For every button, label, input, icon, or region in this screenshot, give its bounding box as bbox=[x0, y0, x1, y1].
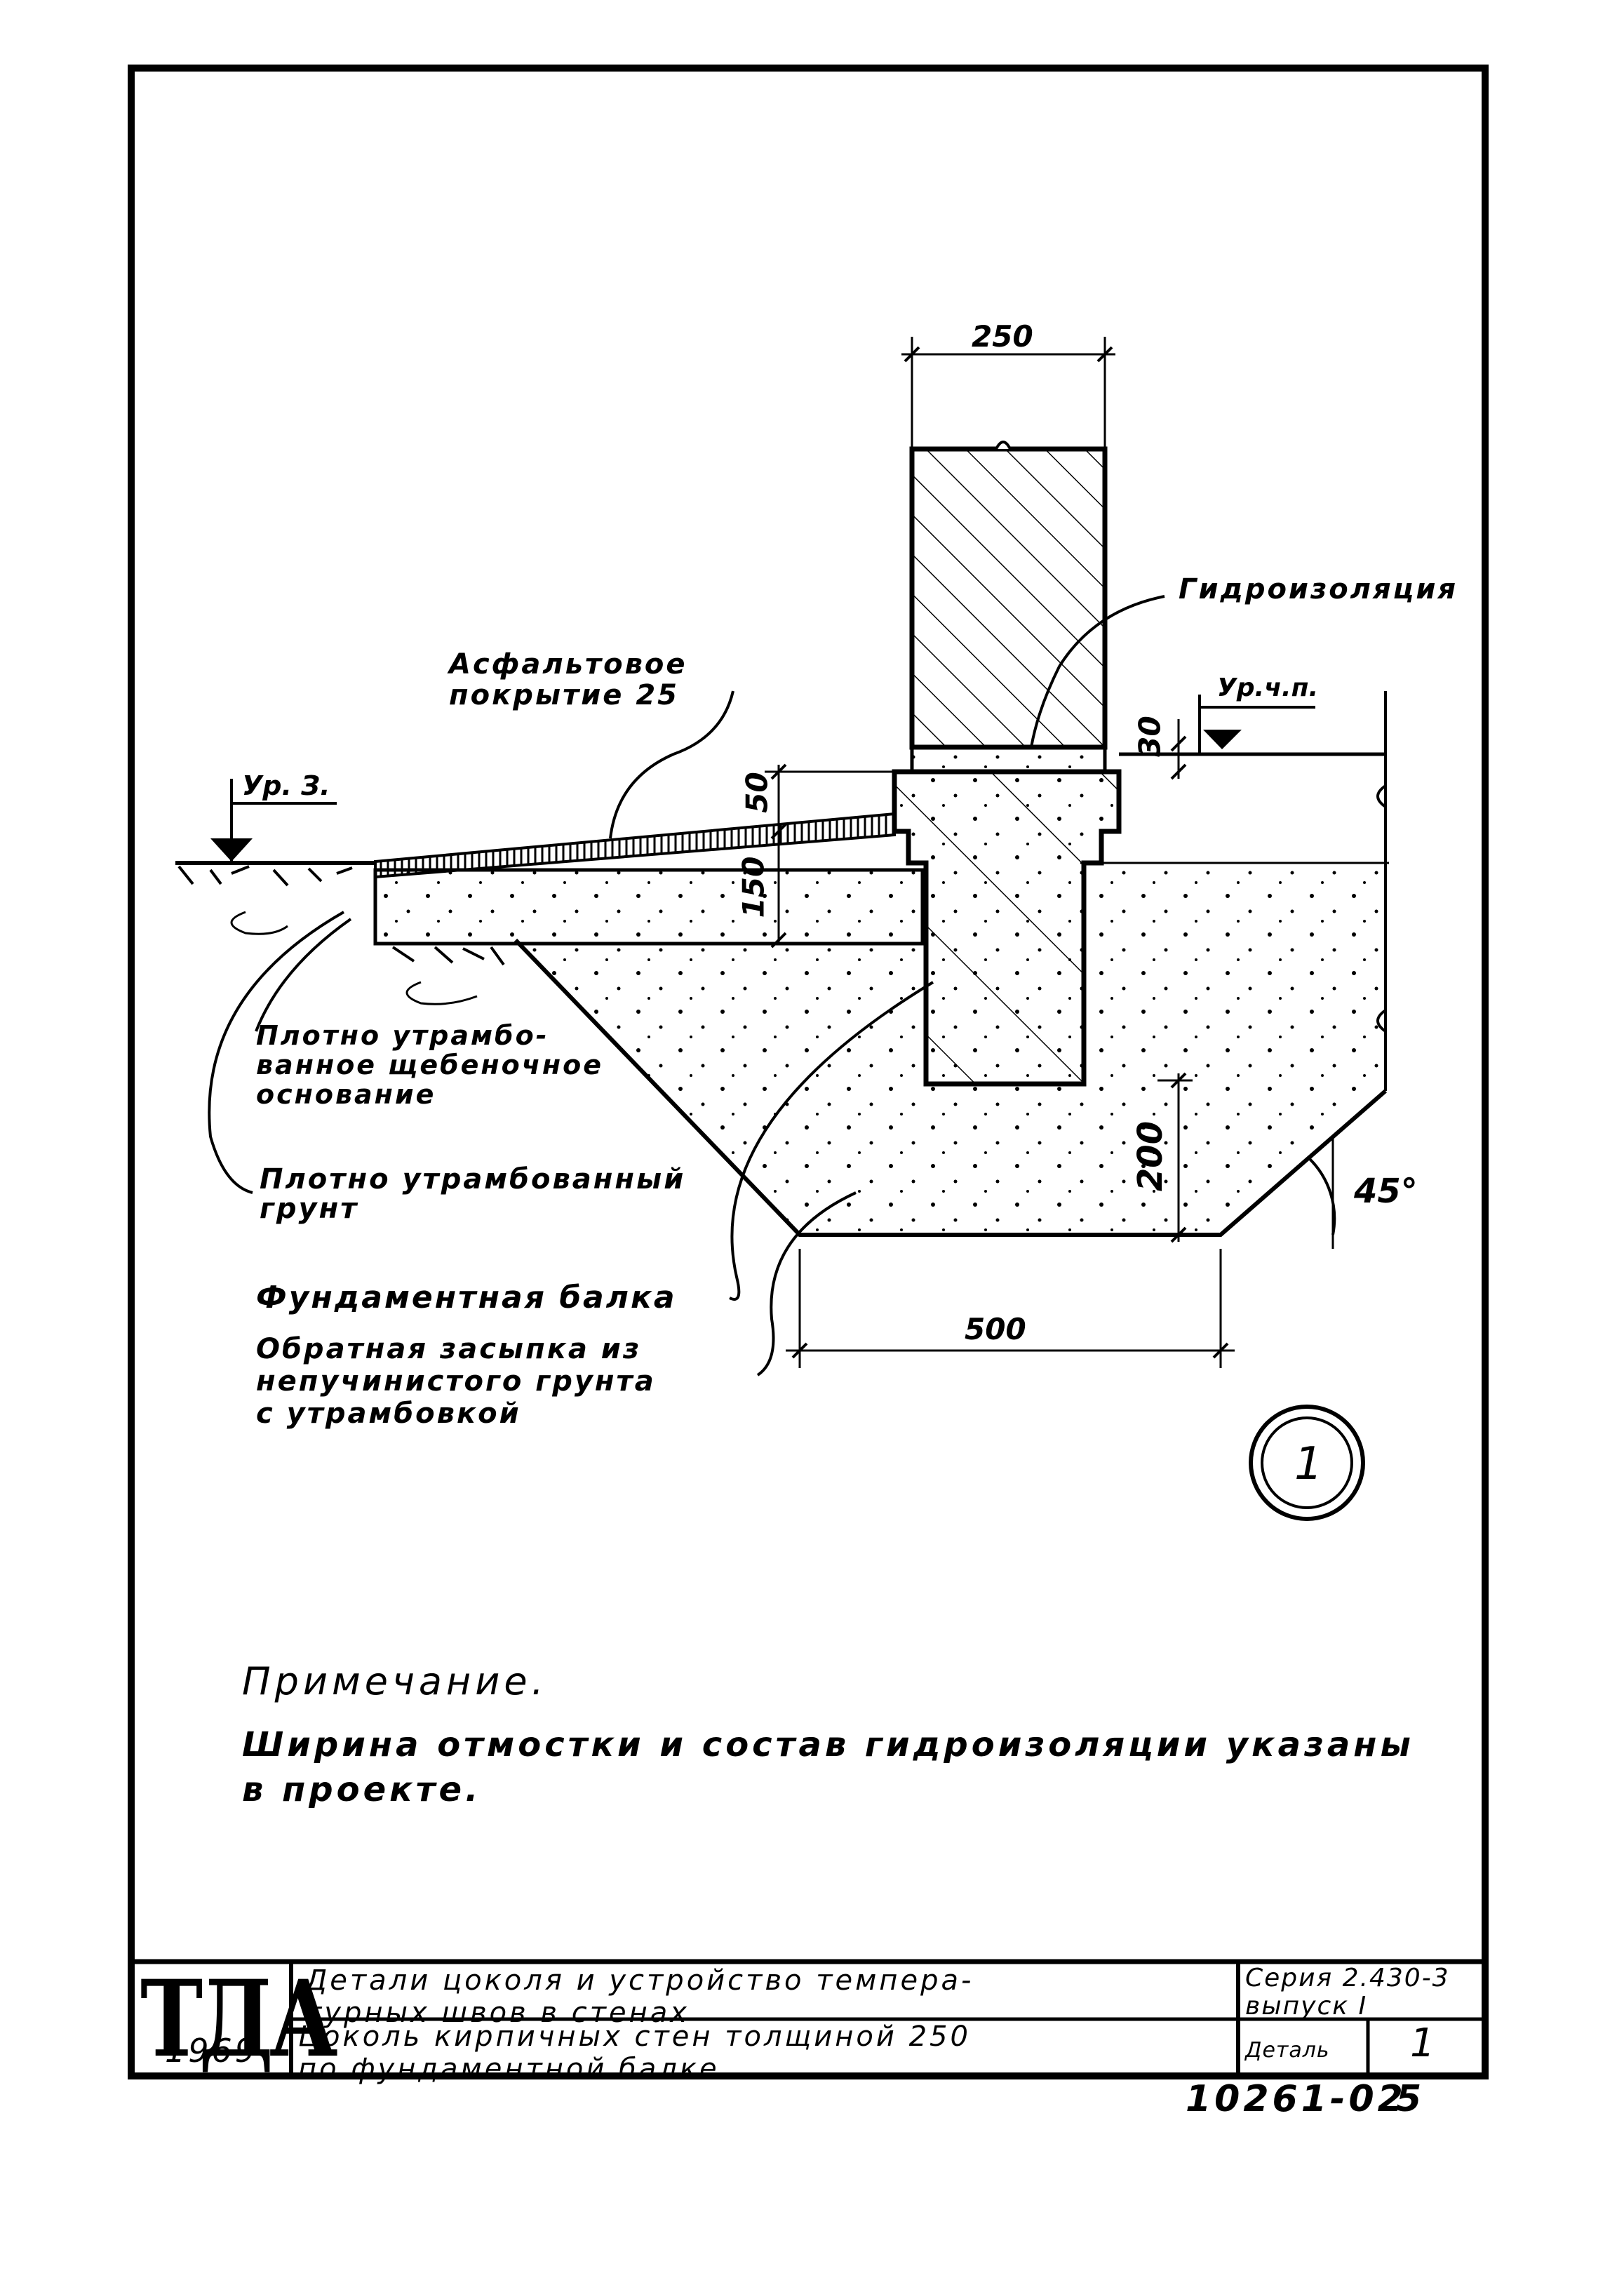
title-block-detail-number: 1 bbox=[1410, 2021, 1438, 2066]
title-block-detail-label: Деталь bbox=[1245, 2038, 1330, 2063]
leader-asphalt bbox=[609, 690, 734, 839]
backfill-zone bbox=[1080, 863, 1389, 1087]
dim-blinding bbox=[1170, 719, 1187, 780]
floor-level-label: Ур.ч.п. bbox=[1217, 674, 1319, 702]
doc-number: 10261-02 bbox=[1186, 2078, 1407, 2120]
dim-text-30: 30 bbox=[1132, 716, 1167, 757]
dim-beam-vertical bbox=[765, 763, 894, 949]
note-title: Примечание. bbox=[242, 1659, 548, 1703]
gravel-base bbox=[373, 868, 925, 946]
sheet-frame bbox=[128, 65, 1489, 2079]
title-block-series-title: Детали цоколя и устройство темпера- турн… bbox=[305, 1964, 974, 2029]
dim-text-500: 500 bbox=[965, 1312, 1026, 1346]
dim-text-45: 45° bbox=[1354, 1172, 1418, 1211]
label-backfill: Обратная засыпка из непучинистого грунта… bbox=[256, 1333, 656, 1430]
dim-text-50: 50 bbox=[739, 772, 774, 813]
title-block-series-label: Серия 2.430-3 выпуск I bbox=[1245, 1964, 1450, 2021]
org-logo: ТДА bbox=[140, 1957, 338, 2082]
label-compacted-soil: Плотно утрамбованный грунт bbox=[260, 1163, 686, 1225]
asphalt-paving bbox=[374, 812, 896, 879]
dim-text-150: 150 bbox=[736, 856, 771, 918]
leader-soil bbox=[208, 911, 344, 1194]
leader-beam bbox=[729, 981, 934, 1301]
ground-level-label: Ур. З. bbox=[242, 770, 330, 801]
page-number: 5 bbox=[1396, 2078, 1425, 2120]
label-asphalt: Асфальтовое покрытие 25 bbox=[449, 648, 687, 711]
brick-wall bbox=[909, 446, 1108, 750]
leader-backfill bbox=[756, 1191, 857, 1376]
leader-waterproofing bbox=[1030, 595, 1165, 748]
dim-text-200: 200 bbox=[1131, 1120, 1171, 1192]
detail-marker-number: 1 bbox=[1294, 1438, 1323, 1490]
dim-footing-width bbox=[786, 1249, 1235, 1368]
floor-level-mark bbox=[1198, 695, 1315, 754]
angle-mark bbox=[1307, 1137, 1336, 1249]
footing bbox=[516, 940, 1385, 1235]
label-gravel-base: Плотно утрамбо- ванное щебеночное основа… bbox=[256, 1020, 603, 1110]
dim-wall-width bbox=[901, 337, 1115, 449]
dim-text-250: 250 bbox=[972, 319, 1033, 354]
title-block-sheet-title: Цоколь кирпичных стен толщиной 250 по фу… bbox=[298, 2021, 971, 2085]
label-waterproofing: Гидроизоляция bbox=[1179, 573, 1458, 605]
label-foundation-beam: Фундаментная балка bbox=[256, 1280, 677, 1315]
title-block-grid bbox=[289, 1962, 1485, 2075]
dim-footing-height bbox=[1157, 1072, 1193, 1243]
title-block-year: 1969 bbox=[165, 2032, 259, 2070]
waterproofing-layer bbox=[910, 745, 1107, 774]
note-text: Ширина отмостки и состав гидроизоляции у… bbox=[242, 1725, 1414, 1809]
detail-marker-circle bbox=[1249, 1405, 1365, 1521]
leader-gravel bbox=[255, 918, 352, 1032]
ground-level-mark bbox=[210, 779, 337, 863]
